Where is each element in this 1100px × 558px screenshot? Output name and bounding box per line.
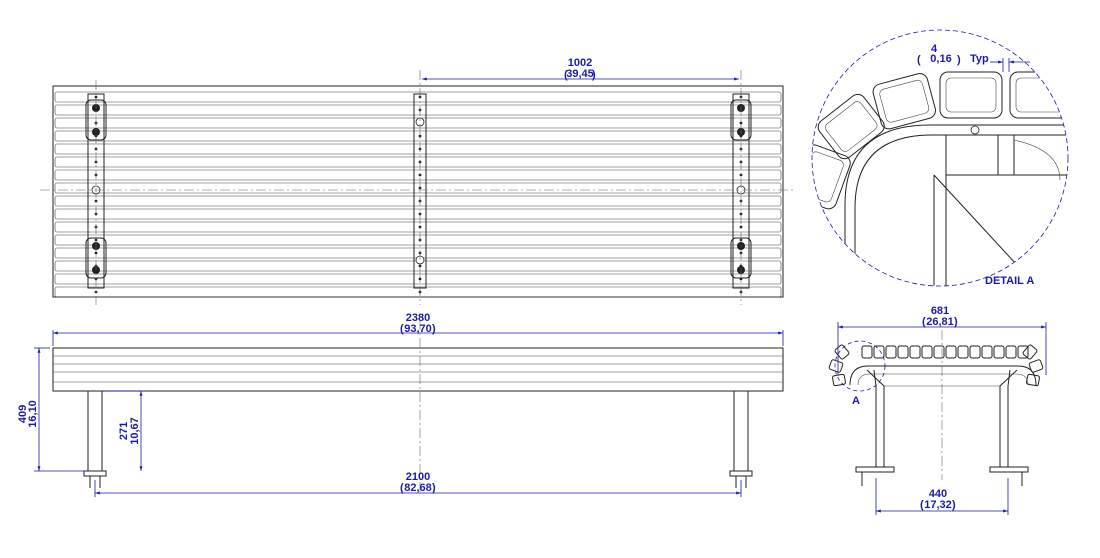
dim-slat-gap-mm: 4 — [931, 43, 938, 55]
side-view: A 681 ( 26,81 ) 440 ( 17,32 ) — [828, 305, 1047, 515]
top-slat — [54, 169, 782, 181]
top-slat — [54, 130, 782, 142]
rail-bolt — [94, 95, 98, 99]
top-slat — [54, 182, 782, 194]
dim-leg-height-mm: 271 — [118, 422, 130, 440]
side-slat — [1028, 359, 1044, 373]
side-slat — [1005, 345, 1017, 359]
top-slat — [54, 104, 782, 116]
detail-a-label: A — [852, 395, 860, 407]
side-slat — [957, 345, 969, 359]
top-slat — [54, 195, 782, 207]
dim-top-spacing: 1002 ( 39,45 ) — [422, 57, 739, 81]
dim-side-width-mm: 681 — [931, 305, 949, 317]
dim-side-width-inch: 26,81 — [926, 316, 954, 328]
rail-bolt — [418, 277, 422, 281]
svg-text:): ) — [432, 323, 436, 335]
svg-text:): ) — [432, 482, 436, 494]
svg-text:(: ( — [922, 316, 926, 328]
side-slat — [861, 345, 873, 359]
side-slat — [981, 345, 993, 359]
side-slat — [1017, 345, 1029, 359]
svg-text:(: ( — [400, 323, 404, 335]
top-slat — [54, 91, 782, 103]
dim-side-leg-spacing: 440 ( 17,32 ) — [876, 488, 1008, 513]
dim-leg-spacing: 2100 ( 82,68 ) — [95, 471, 741, 495]
side-slat — [832, 373, 846, 387]
svg-text:(: ( — [920, 499, 924, 511]
top-slat — [54, 208, 782, 220]
dim-leg-spacing-mm: 2100 — [406, 471, 430, 483]
rail-bolt — [418, 264, 422, 268]
svg-text:): ) — [592, 69, 596, 81]
dim-slat-gap-note: Typ — [970, 53, 989, 65]
dim-side-leg-spacing-inch: 17,32 — [924, 499, 952, 511]
top-slat — [54, 273, 782, 285]
front-view: 2380 ( 93,70 ) 409 16,10 271 10,67 2100 … — [17, 312, 784, 497]
svg-text:): ) — [952, 499, 956, 511]
rail-bolt — [94, 251, 98, 255]
dim-leg-spacing-inch: 82,68 — [404, 482, 432, 494]
detail-a-view: 4 ( 0,16 ) Typ DETAIL A — [811, 29, 1069, 287]
top-slat — [54, 221, 782, 233]
side-slat — [969, 345, 981, 359]
top-slat — [54, 143, 782, 155]
top-slat — [54, 286, 782, 298]
side-slat — [885, 345, 897, 359]
dim-front-length-inch: 93,70 — [404, 323, 432, 335]
detail-a-circle — [811, 29, 1069, 287]
svg-text:(: ( — [400, 482, 404, 494]
top-view-outline — [52, 85, 784, 298]
dim-top-spacing-mm: 1002 — [568, 57, 592, 69]
side-slat — [897, 345, 909, 359]
side-slat — [933, 345, 945, 359]
front-right-leg — [733, 390, 749, 472]
dim-front-length: 2380 ( 93,70 ) — [53, 312, 783, 335]
top-slat — [54, 156, 782, 168]
dim-leg-height: 271 10,67 — [118, 391, 143, 471]
top-view-slats — [54, 91, 782, 298]
dim-side-width: 681 ( 26,81 ) — [838, 305, 1046, 329]
side-view-slats — [828, 344, 1044, 387]
dim-front-height-mm: 409 — [17, 405, 29, 423]
side-slat — [873, 345, 885, 359]
top-slat — [54, 234, 782, 246]
dim-top-spacing-inch: 39,45 — [566, 68, 594, 80]
svg-text:(: ( — [917, 54, 921, 66]
top-slat — [54, 117, 782, 129]
side-slat — [921, 345, 933, 359]
side-slat — [828, 359, 844, 373]
side-slat — [993, 345, 1005, 359]
front-left-leg — [87, 390, 103, 472]
side-slat — [945, 345, 957, 359]
detail-a-title: DETAIL A — [985, 275, 1034, 287]
dim-slat-gap-inch: 0,16 — [930, 53, 951, 65]
side-slat — [1022, 344, 1038, 360]
detail-a-marker — [834, 340, 886, 392]
rail-bolt — [94, 238, 98, 242]
rail-bolt — [418, 134, 422, 138]
dim-leg-height-inch: 10,67 — [129, 417, 141, 445]
svg-text:(: ( — [564, 69, 568, 81]
front-seat — [52, 347, 784, 392]
rail-bolt — [739, 121, 743, 125]
dim-front-length-mm: 2380 — [406, 312, 430, 324]
side-slat — [909, 345, 921, 359]
svg-text:): ) — [954, 316, 958, 328]
dim-front-height-inch: 16,10 — [27, 400, 39, 428]
svg-text:): ) — [957, 54, 961, 66]
dim-front-height: 409 16,10 — [17, 348, 41, 471]
top-view: 1002 ( 39,45 ) — [40, 57, 795, 305]
dim-side-leg-spacing-mm: 440 — [929, 488, 947, 500]
